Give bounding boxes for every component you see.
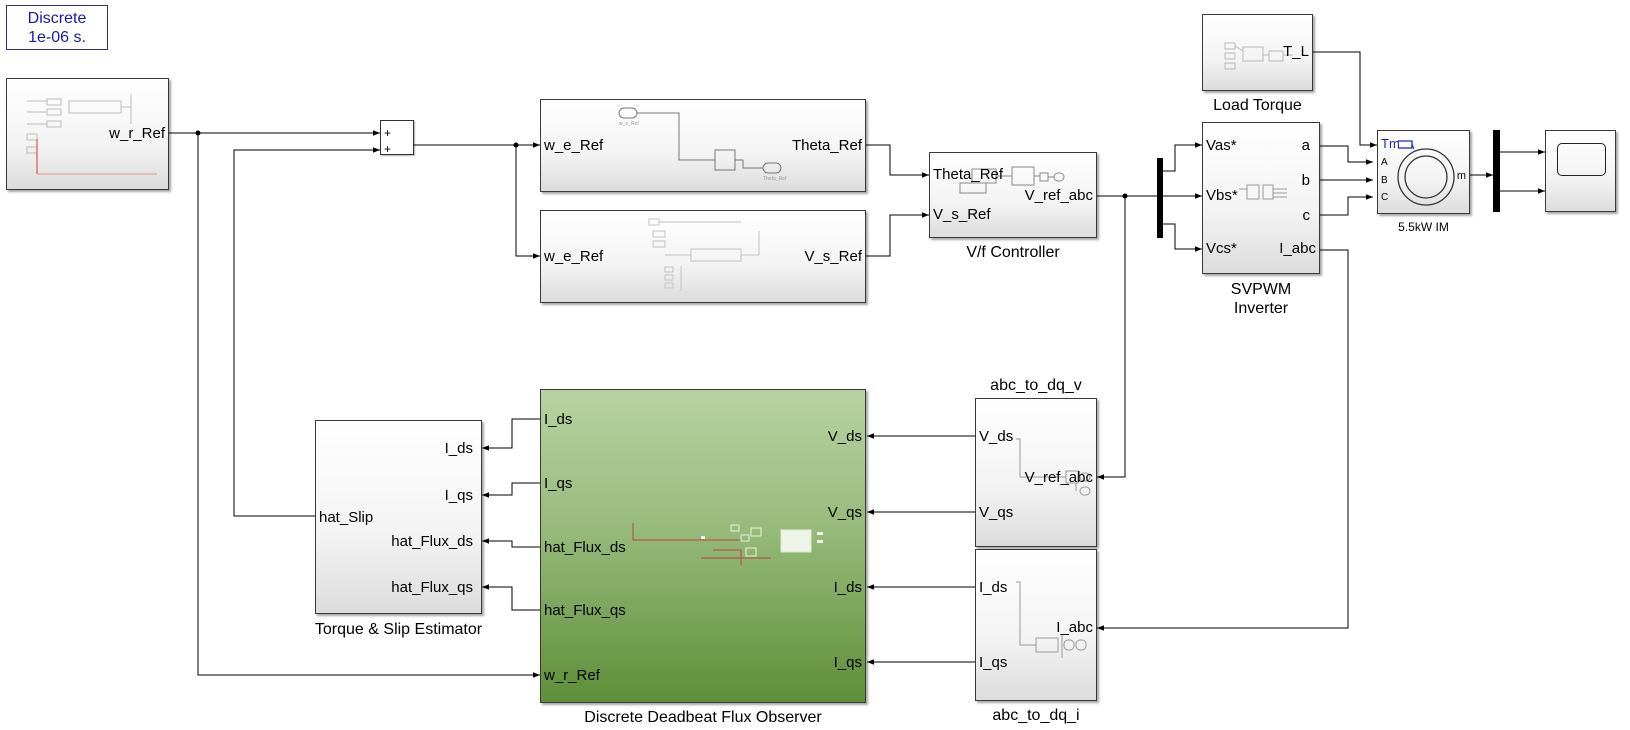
wire-tl-to-motor (1313, 51, 1377, 148)
wire-obs-flux-qs (482, 584, 540, 611)
estimator-caption: Torque & Slip Estimator (314, 621, 483, 638)
sum-sign-bottom: + (384, 142, 392, 156)
observer-out-iqs: I_qs (544, 475, 573, 492)
inverter-out-a: a (1301, 137, 1310, 154)
vs-gen-out-port: V_s_Ref (804, 248, 862, 265)
flux-observer-block[interactable]: I_ds I_qs hat_Flux_ds hat_Flux_qs w_r_Re… (540, 389, 866, 703)
torque-slip-estimator-block[interactable]: I_ds I_qs hat_Flux_ds hat_Flux_qs hat_Sl… (315, 420, 482, 614)
theta-gen-inner-out: Theta_Ref (763, 176, 787, 182)
inverter-caption-line2: Inverter (1233, 300, 1289, 317)
inverter-in-vbs: Vbs* (1206, 187, 1238, 204)
load-torque-out-port: T_L (1283, 43, 1309, 60)
abc-dq-i-out-ids: I_ds (979, 579, 1008, 596)
wire-obs-flux-ds (482, 538, 540, 548)
wire-wr-to-observer (197, 133, 540, 678)
junction-wr (195, 130, 201, 136)
wire-iabc-feedback (1097, 249, 1349, 631)
inverter-caption-line1: SVPWM (1230, 281, 1292, 298)
estimator-out-slip: hat_Slip (319, 509, 374, 526)
powergui-mode: Discrete (27, 10, 87, 27)
inverter-out-iabc: I_abc (1279, 240, 1316, 257)
svpwm-inverter-block[interactable]: Vas* Vbs* Vcs* a b c I_abc (1202, 122, 1320, 274)
wire-demux-a (1163, 142, 1202, 172)
speed-ref-out-port: w_r_Ref (109, 125, 165, 142)
estimator-in-iqs: I_qs (444, 487, 473, 504)
theta-gen-out-port: Theta_Ref (791, 137, 862, 154)
estimator-in-flux-ds: hat_Flux_ds (391, 533, 473, 550)
motor-in-a: A (1381, 157, 1388, 168)
wire-slip-to-sum (233, 147, 380, 517)
wire-phase-c (1320, 194, 1373, 216)
vf-in-vs: V_s_Ref (933, 206, 991, 223)
wire-demux-c (1163, 223, 1202, 252)
inverter-caption: SVPWM Inverter (1202, 280, 1320, 318)
observer-out-flux-ds: hat_Flux_ds (544, 539, 626, 556)
estimator-in-ids: I_ds (444, 440, 473, 457)
abc-dq-i-out-iqs: I_qs (979, 654, 1008, 671)
abc-dq-v-out-vqs: V_qs (979, 504, 1014, 521)
wire-vs-to-vf (866, 212, 929, 257)
load-torque-caption: Load Torque (1213, 97, 1302, 114)
abc-dq-i-title: abc_to_dq_i (992, 707, 1080, 724)
observer-in-vqs: V_qs (827, 504, 862, 521)
induction-motor-block[interactable]: Tm A B C m (1377, 130, 1470, 214)
demux-block[interactable] (1157, 158, 1163, 238)
observer-out-ids: I_ds (544, 411, 573, 428)
scope-block[interactable] (1545, 130, 1616, 212)
wire-vf-to-abcdq (1097, 196, 1126, 480)
abc-dq-v-title: abc_to_dq_v (990, 377, 1082, 394)
vf-out-vref: V_ref_abc (1024, 187, 1093, 204)
abc-dq-i-in-iabc: I_abc (1056, 619, 1093, 636)
scope-screen-icon (1557, 143, 1606, 176)
load-torque-block[interactable]: T_L (1202, 14, 1313, 91)
observer-out-flux-qs: hat_Flux_qs (544, 602, 626, 619)
inverter-out-c: c (1302, 207, 1311, 224)
vf-controller-caption: V/f Controller (966, 244, 1060, 261)
theta-ref-generator-block[interactable]: w_e_Ref Theta_Ref w_e_Ref Theta_Ref (540, 99, 866, 192)
wire-phase-a (1320, 145, 1373, 165)
motor-caption: 5.5kW IM (1398, 220, 1449, 234)
motor-in-c: C (1381, 192, 1389, 203)
sum-sign-top: + (384, 126, 392, 140)
sum-block[interactable]: + + (380, 120, 414, 155)
inverter-out-b: b (1301, 172, 1310, 189)
abc-to-dq-v-block[interactable]: V_ds V_qs V_ref_abc (975, 398, 1097, 547)
estimator-in-flux-qs: hat_Flux_qs (391, 579, 473, 596)
observer-in-iqs: I_qs (833, 654, 862, 671)
wire-sum-to-vs (515, 145, 540, 259)
vs-gen-in-port: w_e_Ref (544, 248, 604, 265)
junction-we (513, 142, 519, 148)
observer-in-wr: w_r_Ref (544, 667, 600, 684)
speed-reference-block[interactable]: w_r_Ref (6, 78, 169, 190)
wire-obs-ids (482, 418, 540, 451)
wire-theta-to-vf (866, 144, 929, 178)
mux-block[interactable] (1493, 130, 1500, 212)
vf-in-theta: Theta_Ref (933, 166, 1004, 183)
observer-caption: Discrete Deadbeat Flux Observer (584, 709, 822, 726)
junction-vref (1122, 193, 1128, 199)
motor-in-tm: Tm (1381, 136, 1400, 151)
abc-to-dq-i-block[interactable]: I_ds I_qs I_abc (975, 549, 1097, 701)
vf-controller-block[interactable]: Theta_Ref V_s_Ref V_ref_abc (929, 152, 1097, 238)
motor-out-m: m (1456, 170, 1466, 182)
powergui-block[interactable]: Discrete 1e-06 s. (6, 5, 108, 50)
observer-in-ids: I_ds (833, 579, 862, 596)
observer-in-vds: V_ds (827, 428, 862, 445)
inverter-in-vas: Vas* (1206, 137, 1237, 154)
powergui-sample-time: 1e-06 s. (28, 29, 86, 46)
abc-dq-v-out-vds: V_ds (979, 428, 1014, 445)
theta-gen-inner-in: w_e_Ref (619, 121, 639, 127)
vs-ref-generator-block[interactable]: w_e_Ref V_s_Ref (540, 210, 866, 303)
theta-gen-in-port: w_e_Ref (544, 137, 604, 154)
inverter-in-vcs: Vcs* (1206, 240, 1237, 257)
motor-in-b: B (1381, 175, 1388, 186)
abc-dq-v-in-vref: V_ref_abc (1024, 469, 1093, 486)
wire-obs-iqs (482, 482, 540, 498)
